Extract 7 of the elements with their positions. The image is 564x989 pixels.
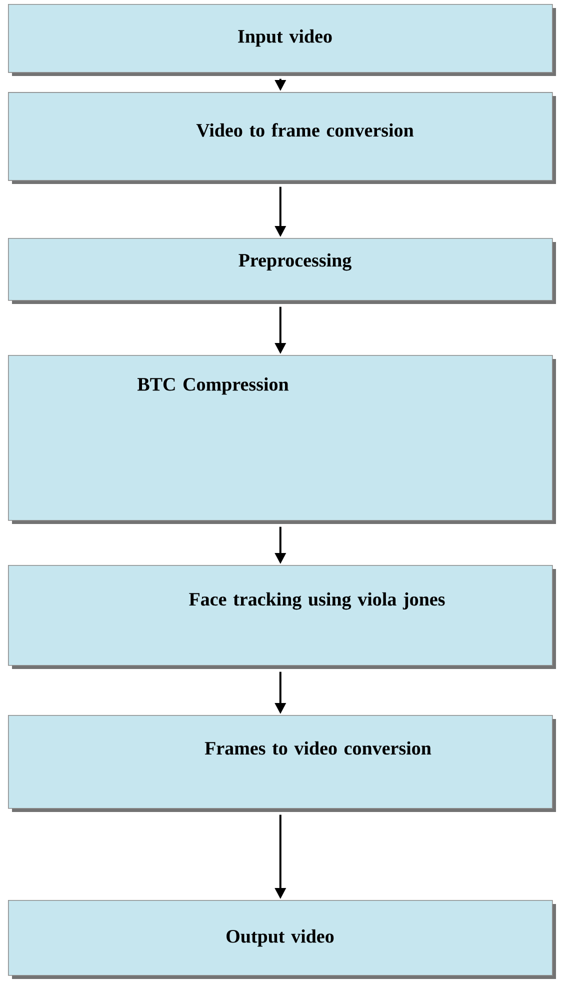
process-box: Output video — [8, 900, 556, 979]
process-box: BTC Compression — [8, 355, 556, 524]
process-box: Face tracking using viola jones — [8, 565, 556, 669]
process-box: Preprocessing — [8, 238, 556, 304]
process-box: Video to frame conversion — [8, 92, 556, 184]
process-box: Input video — [8, 4, 556, 76]
process-box: Frames to video conversion — [8, 715, 556, 812]
